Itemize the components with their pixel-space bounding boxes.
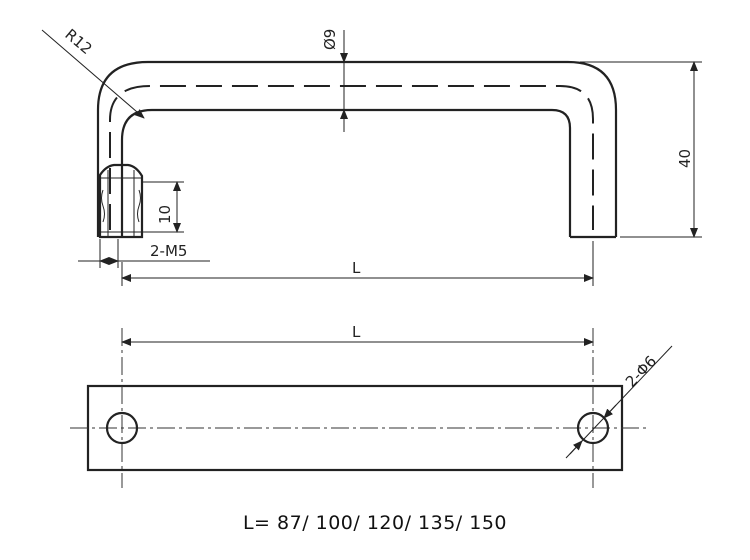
height-dimension: 40 <box>580 61 702 238</box>
front-view: Ø9 R12 40 10 <box>41 25 702 286</box>
handle-outer-outline <box>96 60 618 237</box>
length-dimension-front: L <box>121 241 594 286</box>
radius-leader: R12 <box>41 25 145 119</box>
diameter-dimension: Ø9 <box>321 29 348 132</box>
hole-leader: 2-Φ6 <box>565 345 673 459</box>
handle-inner-outline <box>120 108 572 237</box>
hole-label: 2-Φ6 <box>622 352 660 391</box>
thread-callout: 2-M5 <box>78 239 210 268</box>
height-label: 40 <box>676 149 694 168</box>
thread-label: 2-M5 <box>150 242 187 260</box>
length-options-caption: L= 87/ 100/ 120/ 135/ 150 <box>242 512 508 534</box>
bottom-view: L 2-Φ6 <box>70 323 673 488</box>
thread-depth-dimension: 10 <box>142 181 184 233</box>
radius-label: R12 <box>61 25 95 58</box>
length-dimension-bottom: L <box>121 323 594 346</box>
length-label-front: L <box>352 259 361 277</box>
rod-center-line <box>109 85 594 230</box>
length-label-bottom: L <box>352 323 361 341</box>
threaded-end <box>98 163 144 239</box>
left-hole <box>105 328 139 488</box>
right-hole <box>576 328 610 488</box>
thread-depth-label: 10 <box>156 205 174 224</box>
diameter-label: Ø9 <box>321 29 339 50</box>
